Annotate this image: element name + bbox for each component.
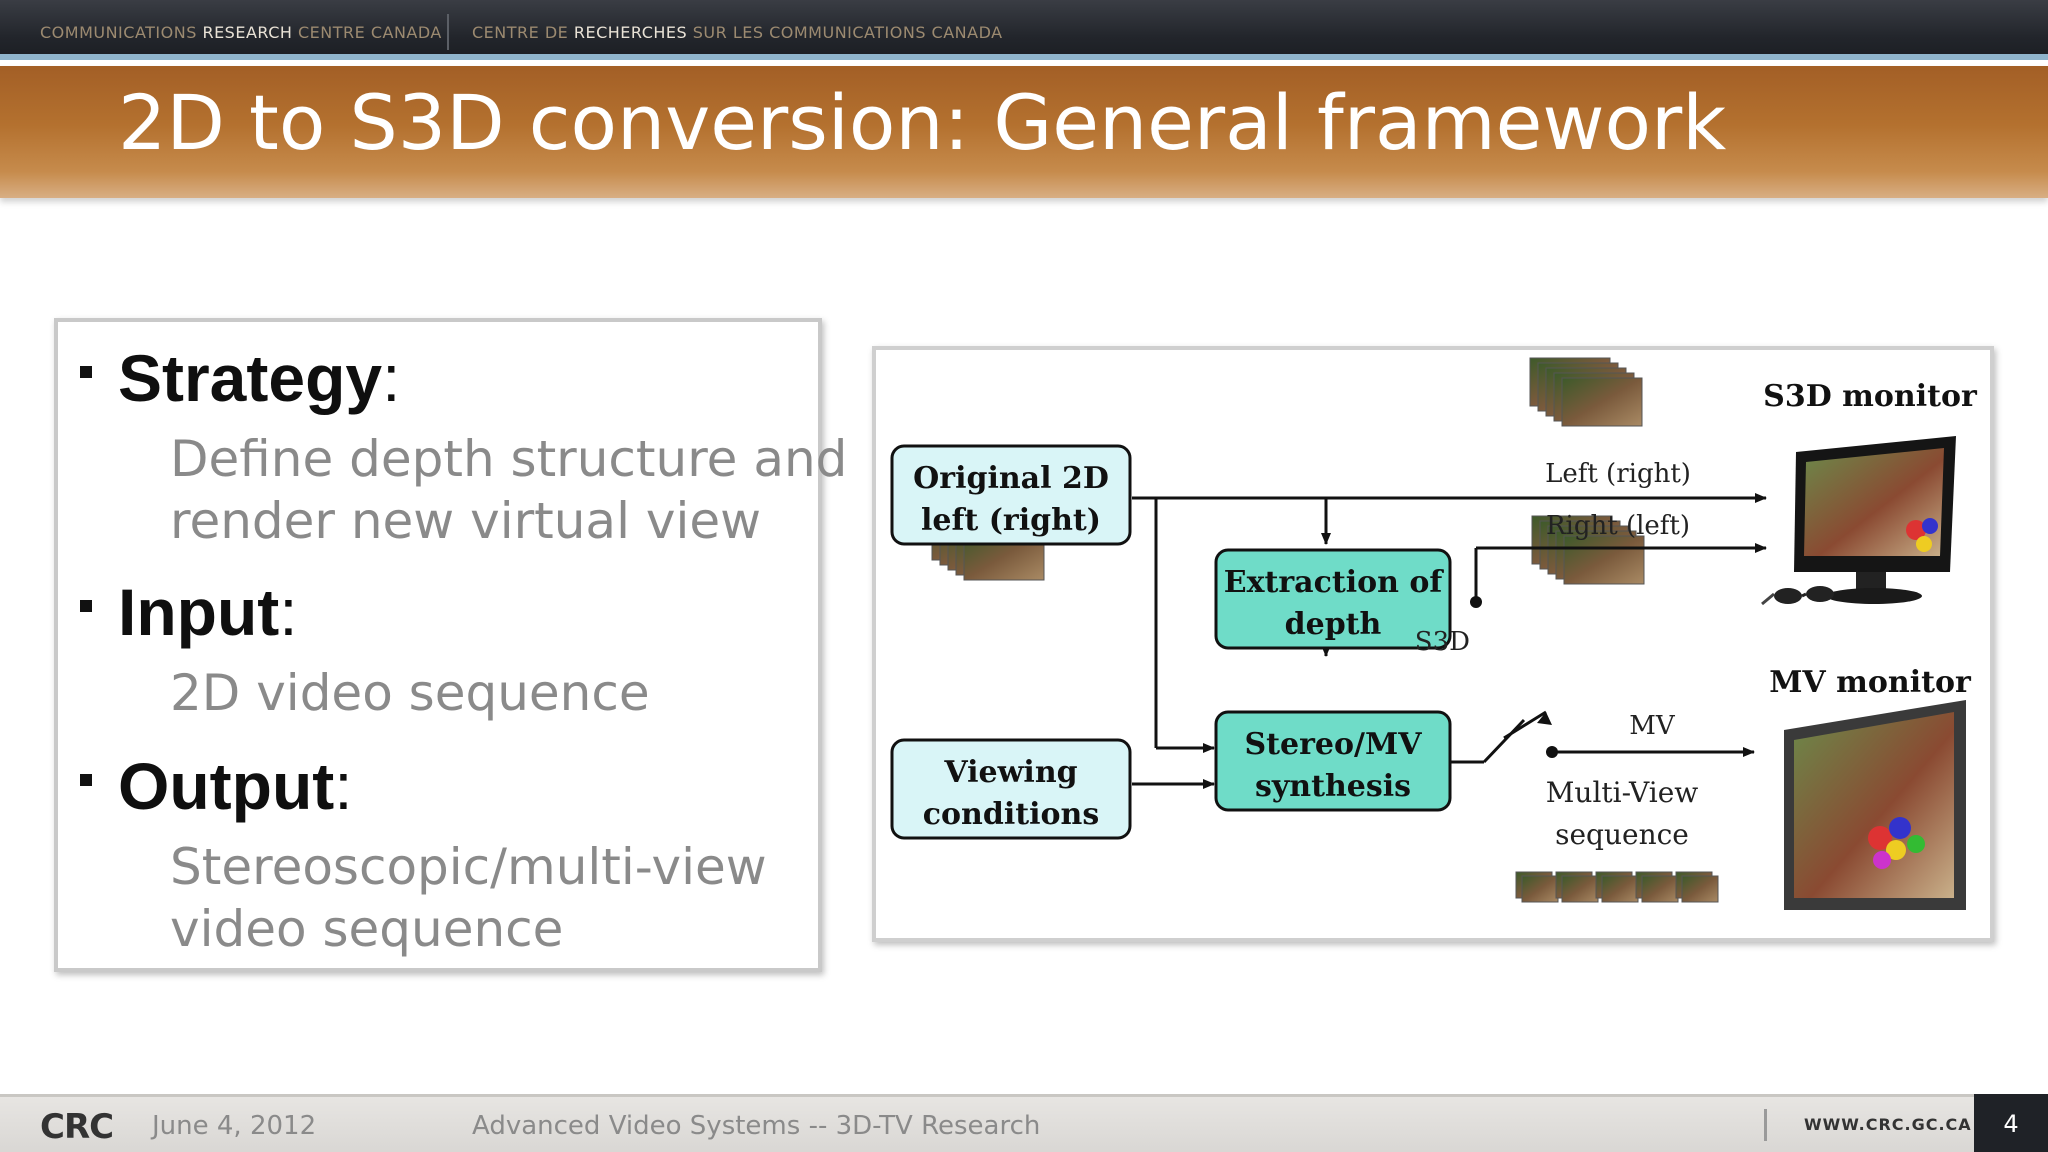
box-extraction-of-depth bbox=[1214, 548, 1452, 650]
footer-event: Advanced Video Systems -- 3D-TV Research bbox=[472, 1111, 1041, 1141]
s3d-monitor-label: S3D monitor bbox=[1763, 379, 1978, 414]
mv-switch-node bbox=[1546, 746, 1558, 758]
slide-title: 2D to S3D conversion: General framework bbox=[118, 78, 1727, 167]
label-multiview: Multi-View bbox=[1546, 776, 1699, 809]
square-bullet-icon bbox=[80, 774, 92, 786]
bullet-heading: Input bbox=[118, 575, 280, 649]
org-name-english: COMMUNICATIONS RESEARCH CENTRE CANADA bbox=[40, 23, 442, 42]
connectors bbox=[1132, 493, 1767, 789]
bullet-text-line: 2D video sequence bbox=[170, 664, 650, 722]
label-left-right: Left (right) bbox=[1545, 459, 1691, 489]
top-bar: COMMUNICATIONS RESEARCH CENTRE CANADA CE… bbox=[0, 0, 2048, 60]
bullet-text-line: Define depth structure and bbox=[170, 430, 848, 488]
box-original-label: Original 2D bbox=[913, 461, 1109, 496]
box-stereo-mv-synthesis bbox=[1214, 710, 1452, 812]
label-mv: MV bbox=[1629, 711, 1676, 741]
bullet-text-line: video sequence bbox=[170, 900, 564, 958]
square-bullet-icon bbox=[80, 366, 92, 378]
box-synthesis-label: synthesis bbox=[1255, 769, 1411, 804]
top-bar-divider bbox=[447, 14, 449, 50]
page-number: 4 bbox=[1974, 1094, 2048, 1152]
bullet-text-line: render new virtual view bbox=[170, 492, 761, 550]
square-bullet-icon bbox=[80, 600, 92, 612]
mv-monitor-label: MV monitor bbox=[1769, 665, 1972, 700]
footer-divider bbox=[1764, 1109, 1767, 1141]
framework-diagram: Original 2D left (right) Viewing conditi… bbox=[872, 346, 1994, 942]
box-extraction-label: depth bbox=[1285, 607, 1382, 642]
frame-stack-top-right bbox=[1529, 357, 1643, 427]
box-extraction-label: Extraction of bbox=[1224, 565, 1445, 600]
footer-url: WWW.CRC.GC.CA bbox=[1804, 1115, 1972, 1134]
bullet-heading: Output bbox=[118, 749, 335, 823]
footer-bar: CRC June 4, 2012 Advanced Video Systems … bbox=[0, 1094, 2048, 1152]
box-synthesis-label: Stereo/MV bbox=[1245, 727, 1423, 762]
box-viewing-conditions bbox=[890, 738, 1132, 840]
frame-stack-multiview bbox=[1515, 871, 1719, 903]
bullet-heading: Strategy bbox=[118, 341, 383, 415]
box-original-label: left (right) bbox=[921, 503, 1101, 538]
footer-date: June 4, 2012 bbox=[152, 1111, 317, 1141]
bullet-text-line: Stereoscopic/multi-view bbox=[170, 838, 767, 896]
title-band: 2D to S3D conversion: General framework bbox=[0, 66, 2048, 198]
label-multiview: sequence bbox=[1555, 818, 1689, 851]
frame-stack-right-view bbox=[1531, 515, 1645, 585]
s3d-switch-node bbox=[1470, 596, 1482, 608]
box-original-2d bbox=[890, 444, 1132, 546]
mv-monitor-icon bbox=[1784, 700, 1966, 910]
crc-logo: CRC bbox=[40, 1107, 114, 1147]
box-viewing-label: Viewing bbox=[943, 755, 1077, 790]
label-right-left: Right (left) bbox=[1546, 511, 1690, 541]
box-viewing-label: conditions bbox=[923, 797, 1099, 832]
label-s3d: S3D bbox=[1415, 627, 1470, 657]
framework-diagram-svg: Original 2D left (right) Viewing conditi… bbox=[890, 357, 1978, 910]
org-name-french: CENTRE DE RECHERCHES SUR LES COMMUNICATI… bbox=[472, 23, 1003, 42]
bullet-list-panel: Strategy: Define depth structure and ren… bbox=[54, 318, 847, 972]
s3d-monitor-icon bbox=[1794, 436, 1956, 604]
3d-glasses-icon bbox=[1761, 586, 1834, 606]
